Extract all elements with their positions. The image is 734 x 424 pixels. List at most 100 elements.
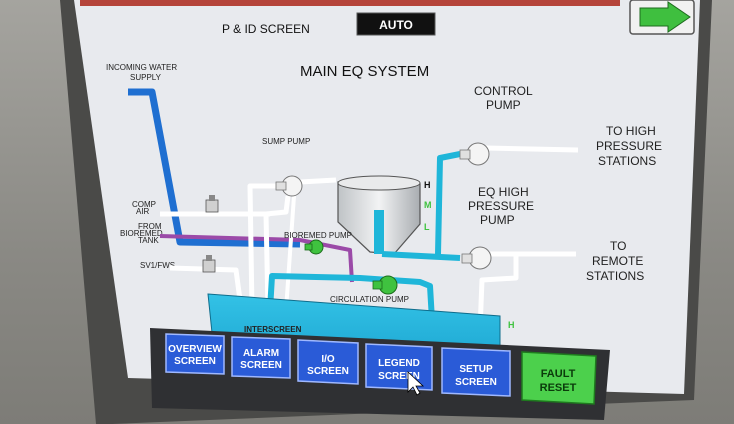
svg-text:PUMP: PUMP	[480, 213, 515, 227]
tank-low-marker: L	[424, 222, 430, 232]
setup-label-2: SCREEN	[455, 377, 497, 388]
alarm-label-2: SCREEN	[240, 360, 282, 371]
comp-air-label-2: AIR	[136, 207, 150, 216]
svg-text:BIOREMED: BIOREMED	[120, 229, 163, 238]
from-bioremed-label-3: TANK	[138, 236, 159, 245]
eq-hp-pump-label-2: PRESSURE	[468, 199, 534, 213]
tank-high-marker: H	[424, 180, 431, 190]
to-remote-label-1: TO	[610, 239, 626, 253]
svg-text:STATIONS: STATIONS	[586, 269, 644, 283]
mode-indicator: AUTO	[356, 12, 436, 36]
svg-text:I/O: I/O	[321, 354, 335, 365]
interscreen-label: INTERSCREEN	[244, 325, 302, 334]
svg-text:RESET: RESET	[540, 382, 577, 394]
to-remote-label-3: STATIONS	[586, 269, 644, 283]
io-label-2: SCREEN	[307, 366, 349, 377]
fault-label-1: FAULT	[541, 368, 576, 380]
top-status-strip	[80, 0, 620, 6]
tank-mid-marker: M	[424, 200, 432, 210]
control-pump[interactable]	[459, 142, 490, 166]
overview-label-1: OVERVIEW	[168, 344, 222, 355]
svg-text:PRESSURE: PRESSURE	[596, 139, 662, 153]
svg-text:LEGEND: LEGEND	[378, 358, 420, 369]
svg-text:FAULT: FAULT	[541, 368, 576, 380]
svg-text:SUPPLY: SUPPLY	[130, 73, 162, 82]
next-screen-button[interactable]	[629, 0, 695, 35]
svg-text:SCREEN: SCREEN	[174, 356, 216, 367]
eq-hp-return-pipe	[477, 256, 519, 331]
circulation-pump[interactable]	[372, 275, 398, 295]
to-high-pressure-label-1: TO HIGH	[606, 124, 656, 138]
sump-suction-pipe	[247, 183, 278, 311]
svg-text:STATIONS: STATIONS	[598, 154, 656, 168]
legend-label-1: LEGEND	[378, 358, 420, 369]
overview-label-2: SCREEN	[174, 356, 216, 367]
svg-text:REMOTE: REMOTE	[592, 254, 643, 268]
svg-text:SCREEN: SCREEN	[378, 371, 420, 382]
control-pump-label-2: PUMP	[486, 98, 521, 112]
incoming-water-label-1: INCOMING WATER	[106, 63, 177, 72]
from-bioremed-label-1: FROM	[138, 222, 162, 231]
svg-text:FROM: FROM	[138, 222, 162, 231]
svg-text:EQ HIGH: EQ HIGH	[478, 185, 529, 199]
svg-text:PRESSURE: PRESSURE	[468, 199, 534, 213]
comp-air-valve[interactable]	[205, 195, 219, 213]
sv1-pipe	[169, 265, 243, 301]
svg-text:SCREEN: SCREEN	[307, 366, 349, 377]
fault-label-2: RESET	[540, 382, 577, 394]
tank-outlet-pipe	[381, 251, 461, 261]
alarm-screen-button[interactable]: ALARM SCREEN	[231, 336, 291, 379]
fault-reset-button[interactable]: FAULT RESET	[521, 351, 597, 405]
sv1-fws-label: SV1/FWS	[140, 261, 175, 270]
control-pump-label-1: CONTROL	[474, 84, 533, 98]
alarm-label-1: ALARM	[243, 348, 279, 359]
screen-title: P & ID SCREEN	[222, 22, 310, 36]
control-pump-discharge-pipe	[485, 145, 579, 153]
control-pump-suction-pipe	[435, 151, 461, 255]
svg-text:SETUP: SETUP	[459, 364, 493, 375]
io-screen-button[interactable]: I/O SCREEN	[297, 339, 359, 385]
basin-high-marker: H	[508, 320, 515, 330]
svg-text:INCOMING WATER: INCOMING WATER	[106, 63, 177, 72]
svg-text:TO: TO	[610, 239, 626, 253]
eq-hp-pump-label-3: PUMP	[480, 213, 515, 227]
system-title: MAIN EQ SYSTEM	[300, 63, 429, 80]
incoming-water-pipe	[128, 88, 301, 248]
eq-high-pressure-pump[interactable]	[461, 246, 492, 270]
from-bioremed-label-2: BIOREMED	[120, 229, 163, 238]
eq-hp-pump-label-1: EQ HIGH	[478, 185, 529, 199]
mouse-cursor	[407, 371, 425, 396]
to-high-pressure-label-3: STATIONS	[598, 154, 656, 168]
sump-return-pipe	[263, 195, 291, 311]
to-high-pressure-label-2: PRESSURE	[596, 139, 662, 153]
setup-label-1: SETUP	[459, 364, 493, 375]
sump-pump[interactable]	[275, 175, 303, 197]
sump-pump-label: SUMP PUMP	[262, 137, 310, 146]
bioremed-pipe	[159, 234, 354, 283]
arrow-right-icon	[639, 1, 691, 33]
circulation-pump-label: CIRCULATION PUMP	[330, 295, 409, 304]
sv1-valve[interactable]	[202, 255, 216, 273]
svg-text:PUMP: PUMP	[486, 98, 521, 112]
bioremed-pump-label: BIOREMED PUMP	[284, 231, 352, 240]
sump-pump-discharge-pipe	[299, 177, 337, 185]
legend-screen-button[interactable]: LEGEND SCREEN	[365, 343, 433, 391]
setup-screen-button[interactable]: SETUP SCREEN	[441, 347, 511, 397]
svg-text:TO HIGH: TO HIGH	[606, 124, 656, 138]
mode-label: AUTO	[379, 18, 413, 32]
sump-drop-pipe	[284, 195, 296, 311]
svg-text:SCREEN: SCREEN	[455, 377, 497, 388]
svg-text:TANK: TANK	[138, 236, 159, 245]
bioremed-pump[interactable]	[304, 239, 324, 255]
svg-text:SCREEN: SCREEN	[240, 360, 282, 371]
svg-text:COMP: COMP	[132, 200, 156, 209]
legend-label-2: SCREEN	[378, 371, 420, 382]
svg-text:CONTROL: CONTROL	[474, 84, 533, 98]
incoming-water-label-2: SUPPLY	[130, 73, 162, 82]
eq-tank	[337, 175, 421, 255]
overview-screen-button[interactable]: OVERVIEW SCREEN	[165, 333, 225, 375]
io-label-1: I/O	[321, 354, 335, 365]
svg-text:OVERVIEW: OVERVIEW	[168, 344, 222, 355]
svg-text:AIR: AIR	[136, 207, 150, 216]
